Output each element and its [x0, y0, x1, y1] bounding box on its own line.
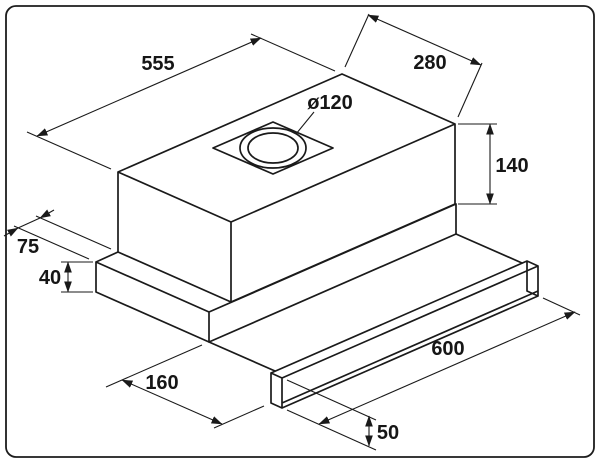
duct-flange-square [212, 121, 334, 175]
dim-arrow-side-ledge-left [3, 227, 19, 237]
hood-outline [95, 73, 539, 409]
hood-body [117, 73, 456, 303]
duct-circle-outer [239, 127, 307, 169]
dim-label-pullout-extension: 160 [145, 372, 178, 394]
dim-label-front-height: 50 [377, 422, 399, 444]
dim-label-side-ledge: 75 [17, 236, 39, 258]
page-border [5, 5, 595, 458]
dim-line-body-depth [367, 14, 482, 66]
telescopic-slide [208, 233, 523, 372]
dim-label-duct-diameter: ø120 [307, 92, 353, 114]
duct-circle-inner [247, 132, 299, 164]
dim-label-body-depth: 280 [413, 52, 446, 74]
dim-line-pullout-extension [121, 379, 223, 425]
extension-lines [13, 13, 581, 451]
dim-arrow-side-ledge-right [39, 209, 55, 219]
dim-line-body-width [36, 37, 262, 137]
dim-line-side-ledge [17, 217, 41, 229]
dim-label-front-width: 600 [431, 338, 464, 360]
duct-leader-line [295, 111, 315, 135]
dimension-labels: 555 280 ø120 140 75 40 160 600 50 [17, 52, 529, 444]
dim-label-lower-height: 40 [39, 267, 61, 289]
dim-label-body-height: 140 [495, 155, 528, 177]
dim-label-body-width: 555 [141, 53, 174, 75]
front-panel [270, 260, 539, 409]
dim-line-front-width [318, 311, 576, 425]
dimension-lines [3, 13, 581, 451]
lower-chassis [95, 203, 457, 343]
